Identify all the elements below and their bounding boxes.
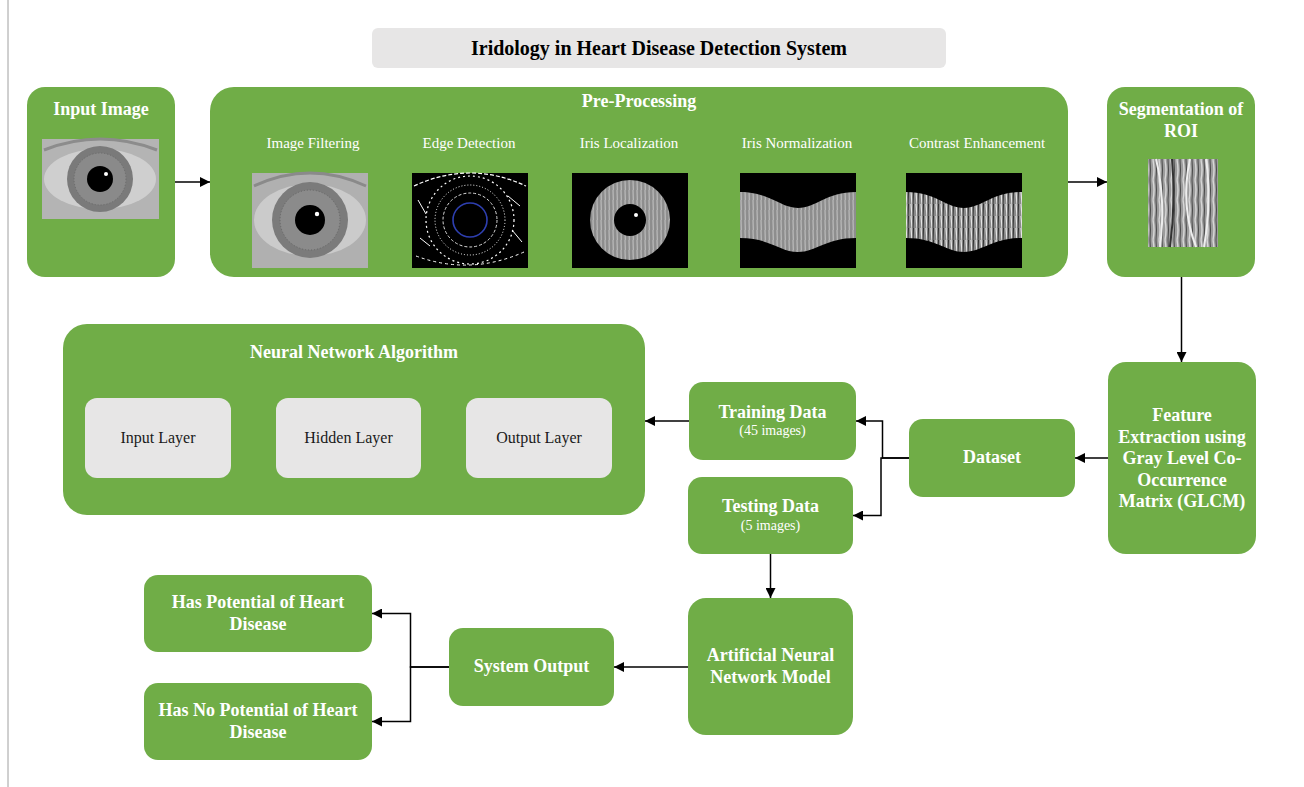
flow-arrow xyxy=(1075,457,1108,459)
layer-box: Output Layer xyxy=(466,398,612,478)
step-caption: Image Filtering xyxy=(233,135,393,152)
flow-arrow xyxy=(1068,181,1107,183)
node-heading: Input Image xyxy=(53,99,149,121)
title-box: Iridology in Heart Disease Detection Sys… xyxy=(372,28,946,68)
node-heading: Neural Network Algorithm xyxy=(250,342,458,364)
flow-arrow xyxy=(645,420,689,422)
flow-arrow xyxy=(770,554,772,598)
flow-arrow xyxy=(1181,277,1183,362)
localized-iris xyxy=(572,173,688,268)
node-heading: System Output xyxy=(474,656,590,678)
eye-photo xyxy=(42,139,159,219)
node-heading: Segmentation of ROI xyxy=(1115,99,1247,142)
flow-arrow xyxy=(372,667,449,722)
node-heading: Feature Extraction using Gray Level Co-O… xyxy=(1116,405,1248,513)
enhanced-iris xyxy=(906,173,1022,268)
data-box: Training Data(45 images) xyxy=(689,382,856,460)
step-caption: Iris Localization xyxy=(549,135,709,152)
node-heading: Testing Data xyxy=(722,496,819,518)
normalized-iris xyxy=(740,173,856,268)
input-box: Input Image xyxy=(27,87,175,277)
step-caption: Iris Normalization xyxy=(717,135,877,152)
frame-line xyxy=(8,0,9,787)
node-heading: Has Potential of Heart Disease xyxy=(152,592,364,635)
flow-arrow xyxy=(853,458,909,516)
feature-box: Feature Extraction using Gray Level Co-O… xyxy=(1108,362,1256,554)
edge-map xyxy=(412,173,528,268)
layer-box: Hidden Layer xyxy=(276,398,421,478)
step-caption: Contrast Enhancement xyxy=(897,135,1057,152)
roi-patch xyxy=(1148,159,1218,247)
node-heading: Has No Potential of Heart Disease xyxy=(152,700,364,743)
dataset-box: Dataset xyxy=(909,419,1075,497)
process-panel: Pre-Processing xyxy=(210,87,1068,277)
node-heading: Output Layer xyxy=(496,428,582,447)
flow-arrow xyxy=(856,421,909,458)
node-heading: Hidden Layer xyxy=(304,428,392,447)
flow-arrow xyxy=(614,666,688,668)
output-box: System Output xyxy=(449,628,614,706)
node-heading: Artificial Neural Network Model xyxy=(696,645,845,688)
segmentation-box: Segmentation of ROI xyxy=(1107,87,1255,277)
node-note: (45 images) xyxy=(739,423,805,440)
node-heading: Input Layer xyxy=(120,428,195,447)
result-box: Has No Potential of Heart Disease xyxy=(144,683,372,760)
node-heading: Dataset xyxy=(963,447,1021,469)
filtered-eye xyxy=(252,173,368,268)
layer-box: Input Layer xyxy=(85,398,231,478)
flow-arrow xyxy=(372,614,449,668)
node-heading: Pre-Processing xyxy=(582,91,696,113)
node-note: (5 images) xyxy=(741,518,800,535)
node-heading: Training Data xyxy=(718,402,826,424)
data-box: Testing Data(5 images) xyxy=(688,477,853,554)
result-box: Has Potential of Heart Disease xyxy=(144,575,372,652)
step-caption: Edge Detection xyxy=(389,135,549,152)
diagram-title: Iridology in Heart Disease Detection Sys… xyxy=(471,37,847,60)
network-panel: Neural Network AlgorithmInput Layer Hidde… xyxy=(63,324,645,515)
model-box: Artificial Neural Network Model xyxy=(688,598,853,735)
flow-arrow xyxy=(175,181,210,183)
